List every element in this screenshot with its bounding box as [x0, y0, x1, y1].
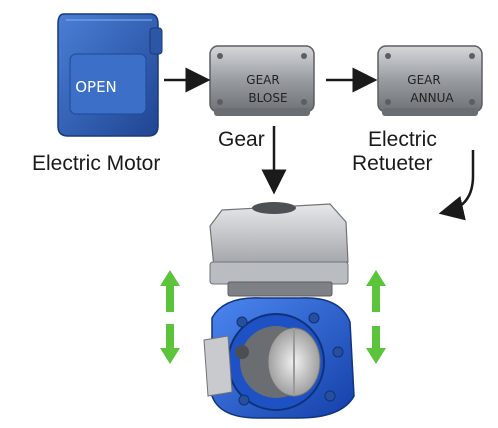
arrow-actuator-curve	[438, 150, 475, 221]
actuator-plate-line1: GEAR	[407, 73, 440, 87]
gear-label: Gear	[218, 128, 265, 151]
electric-motor: OPEN	[57, 13, 163, 137]
gear-plate-line2: BLOSE	[248, 91, 287, 105]
green-arrow-down-right	[366, 326, 386, 364]
actuator-label-line2: Retueter	[352, 152, 433, 175]
green-arrow-up-right	[366, 270, 386, 312]
actuator-label-line1: Electric	[368, 128, 437, 151]
butterfly-valve	[203, 202, 355, 419]
gear-plate-line1: GEAR	[246, 73, 279, 87]
motor-label: Electric Motor	[32, 152, 161, 175]
actuator-plate-line2: ANNUA	[410, 91, 454, 105]
green-arrow-down-left	[160, 324, 180, 364]
motor-panel-text: OPEN	[75, 78, 117, 96]
actuator-box: GEAR ANNUA	[377, 45, 483, 116]
gear-box: GEAR BLOSE	[209, 45, 315, 116]
green-arrow-up-left	[160, 270, 180, 312]
